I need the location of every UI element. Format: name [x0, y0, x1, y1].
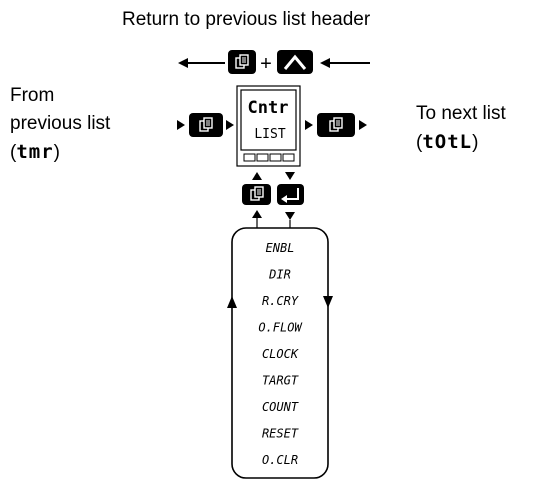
parameter-item: R.CRY: [262, 294, 299, 308]
parameter-list-box: [231, 227, 329, 479]
plus-sign: +: [260, 53, 272, 75]
parameter-list: ENBL DIR R.CRY O.FLOW CLOCK TARGT COUNT RESET O.…: [258, 241, 303, 467]
display-key: [269, 153, 282, 162]
parameter-item: O.FLOW: [258, 321, 303, 335]
to-label-line1: To next list: [416, 103, 506, 124]
arrow-right-icon: [359, 120, 367, 130]
arrow-down-icon: [323, 296, 333, 308]
up-button-icon: [277, 50, 313, 74]
return-header-label: Return to previous list header: [122, 9, 371, 30]
arrow-right-icon: [305, 120, 313, 130]
from-code-open: (: [10, 142, 17, 163]
parameter-item: TARGT: [262, 374, 299, 388]
from-code: tmr: [16, 141, 54, 163]
top-right-arrow-icon: [320, 58, 370, 68]
arrow-up-icon: [252, 172, 262, 180]
display-key: [282, 153, 295, 162]
from-label-code-line: (tmr): [10, 141, 60, 164]
from-label-line1: From: [10, 85, 55, 106]
arrow-down-icon: [285, 172, 295, 180]
controller-display: Cntr LIST: [236, 85, 301, 167]
page-button-icon: [317, 113, 355, 137]
top-left-arrow-icon: [178, 58, 225, 68]
parameter-item: CLOCK: [262, 347, 299, 361]
arrow-right-icon: [177, 120, 185, 130]
to-code-close: ): [472, 132, 479, 153]
arrow-right-icon: [226, 120, 234, 130]
from-label-line2: previous list: [10, 113, 111, 134]
from-code-close: ): [53, 142, 60, 163]
display-key: [243, 153, 256, 162]
arrow-up-icon: [227, 296, 237, 308]
page-button-icon: [189, 113, 223, 137]
parameter-item: COUNT: [262, 400, 299, 414]
enter-button-icon: [277, 184, 304, 205]
to-label-code-line: (tOtL): [416, 131, 478, 154]
page-button-icon: [242, 184, 271, 205]
parameter-item: RESET: [262, 427, 299, 441]
to-code-open: (: [416, 132, 423, 153]
parameter-item: O.CLR: [262, 453, 298, 467]
parameter-item: ENBL: [266, 241, 295, 255]
display-key: [256, 153, 269, 162]
page-button-icon: [228, 50, 256, 74]
arrow-down-icon: [285, 212, 295, 220]
arrow-up-icon: [252, 210, 262, 218]
to-code: tOtL: [422, 131, 473, 153]
parameter-item: DIR: [268, 268, 291, 282]
display-top-text: Cntr: [248, 98, 289, 118]
display-bottom-text: LIST: [254, 127, 285, 142]
